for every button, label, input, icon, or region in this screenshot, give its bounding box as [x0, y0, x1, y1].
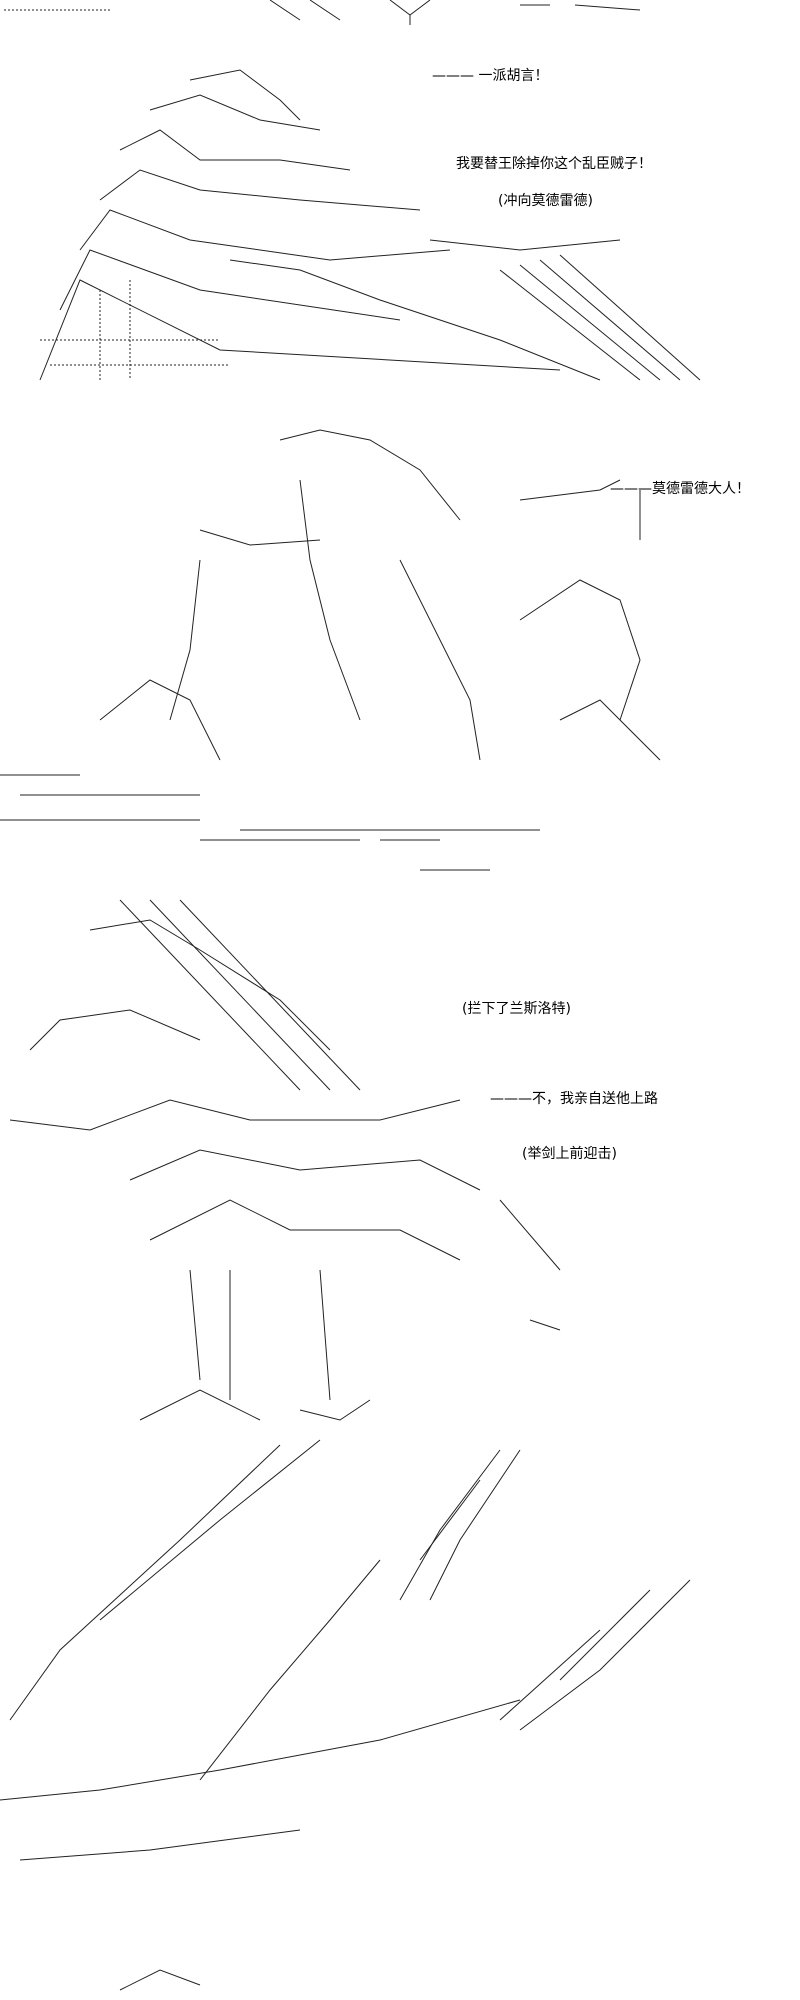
dialogue-send-him-off: ———不，我亲自送他上路 [490, 1091, 658, 1107]
top-fragment-art [4, 0, 641, 25]
action-charge-mordred: (冲向莫德雷德) [498, 193, 593, 209]
action-raise-sword: (举剑上前迎击) [522, 1146, 617, 1162]
panel-4-sword-slash-art [0, 1439, 691, 1991]
action-stop-lancelot: (拦下了兰斯洛特) [462, 1001, 571, 1017]
dialogue-nonsense: ——— 一派胡言！ [432, 68, 549, 84]
panel-2-mordred-art [0, 429, 661, 871]
dialogue-eliminate-traitor: 我要替王除掉你这个乱臣贼子！ [456, 156, 652, 172]
panel-1-charging-knight-art [39, 69, 701, 381]
dialogue-lord-mordred: ———莫德雷德大人！ [610, 481, 750, 497]
panel-3-clash-art [9, 899, 561, 1421]
